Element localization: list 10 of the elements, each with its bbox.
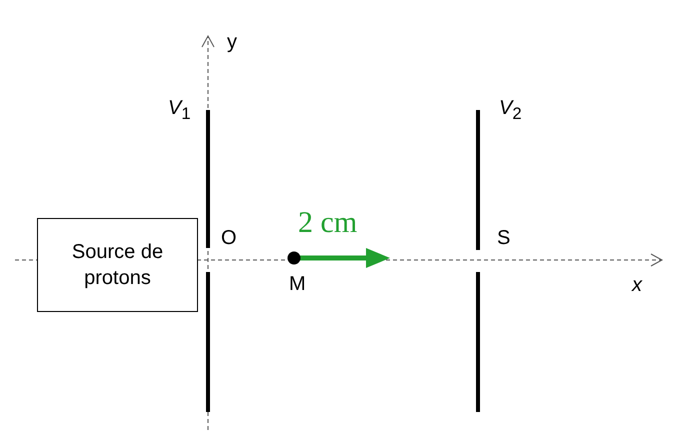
scale-label: 2 cm <box>298 208 358 238</box>
point-label: O <box>221 228 237 248</box>
plate-label: V$_{2}$ <box>499 98 522 123</box>
source-box <box>37 218 198 312</box>
axis-label: x <box>632 275 642 295</box>
point-label: S <box>497 228 510 248</box>
plate-label: V$_{1}$ <box>168 98 191 123</box>
box-label: Source de protons <box>70 240 164 291</box>
axis-label: y <box>227 32 237 52</box>
point-label: M <box>289 274 306 294</box>
